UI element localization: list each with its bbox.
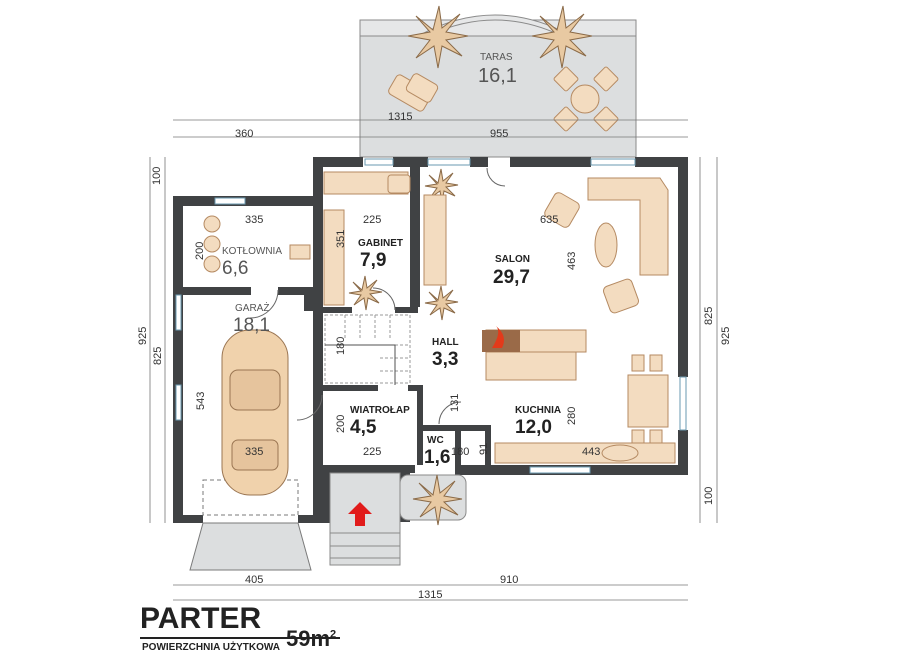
entrance-arrow-icon	[348, 502, 372, 526]
room-name-wc: WC	[427, 435, 444, 446]
dim-right-outer: 925	[720, 327, 732, 345]
dimension-lines	[149, 119, 718, 601]
dim-wiatrolap-width: 225	[363, 446, 381, 458]
entrance-steps	[329, 472, 467, 566]
dim-gabinet-width: 225	[363, 214, 381, 226]
room-name-kotlownia: KOTŁOWNIA	[222, 246, 282, 257]
plan-subtitle: POWIERZCHNIA UŻYTKOWA	[142, 642, 280, 653]
room-area-kotlownia: 6,6	[222, 258, 248, 279]
dim-hall-depth: 180	[335, 337, 347, 355]
plan-area-value: 59m	[286, 626, 331, 651]
dim-right-bottom: 100	[703, 487, 715, 505]
dim-garaz-depth: 543	[195, 392, 207, 410]
room-name-gabinet: GABINET	[358, 238, 403, 249]
stairs	[324, 314, 411, 384]
doors	[249, 167, 506, 425]
garage-door	[189, 479, 312, 571]
plan-footer: PARTER POWIERZCHNIA UŻYTKOWA 59m2	[140, 602, 340, 653]
dim-bottom-total: 1315	[418, 589, 442, 601]
dim-bottom-right: 910	[500, 574, 518, 586]
dim-salon-depth: 463	[566, 252, 578, 270]
room-area-garaz: 18,1	[233, 315, 270, 336]
room-area-salon: 29,7	[493, 267, 530, 288]
car-icon	[221, 329, 289, 496]
dim-right-inner: 825	[703, 307, 715, 325]
dim-top-right: 955	[490, 128, 508, 140]
dim-gabinet-depth: 351	[335, 230, 347, 248]
dim-bottom-left: 405	[245, 574, 263, 586]
room-labels: TARAS 16,1 KOTŁOWNIA 6,6 GARAŻ 18,1 GABI…	[222, 52, 561, 468]
terrace-furniture	[388, 66, 619, 132]
dim-left-inner: 825	[152, 347, 164, 365]
dim-left-top: 100	[151, 167, 163, 185]
windows	[175, 158, 687, 474]
plant-icon	[407, 5, 593, 69]
room-area-gabinet: 7,9	[360, 250, 386, 271]
room-area-taras: 16,1	[478, 65, 517, 87]
dim-top-left: 360	[235, 128, 253, 140]
dim-kuchnia-depth: 280	[566, 407, 578, 425]
fireplace-icon	[482, 326, 520, 352]
dim-salon-width: 635	[540, 214, 558, 226]
dim-left-outer: 925	[137, 327, 149, 345]
room-area-hall: 3,3	[432, 349, 458, 370]
room-name-taras: TARAS	[480, 52, 513, 63]
dim-taras: 1315	[388, 111, 412, 123]
boiler-furniture	[203, 215, 311, 273]
dim-door-depth: 131	[449, 394, 461, 412]
kitchen-furniture	[494, 354, 676, 464]
room-name-wiatrolap: WIATROŁAP	[350, 405, 410, 416]
room-name-salon: SALON	[495, 254, 530, 265]
room-area-kuchnia: 12,0	[515, 417, 552, 438]
dim-wiatrolap-depth: 200	[335, 415, 347, 433]
dim-wc-width: 180	[451, 446, 469, 458]
dim-kuchnia-width: 443	[582, 446, 600, 458]
dim-garaz-width: 335	[245, 446, 263, 458]
plan-area: 59m2	[286, 626, 336, 652]
plan-title: PARTER	[140, 602, 262, 635]
room-name-hall: HALL	[432, 337, 459, 348]
stairs-solid	[325, 344, 396, 385]
dim-kotlownia-depth: 200	[194, 242, 206, 260]
room-name-kuchnia: KUCHNIA	[515, 405, 561, 416]
office-furniture	[323, 171, 411, 306]
room-name-garaz: GARAŻ	[235, 301, 269, 314]
plant-icon	[412, 474, 463, 526]
plan-area-unit: 2	[330, 628, 337, 641]
dimension-labels: 1315 360 955 405 910 1315 335 335 225 63…	[137, 111, 732, 601]
room-area-wiatrolap: 4,5	[350, 417, 377, 438]
room-area-wc: 1,6	[424, 447, 450, 468]
plant-icon	[348, 168, 459, 321]
title-underline	[140, 637, 340, 639]
dim-wc-depth: 91	[478, 443, 490, 455]
dim-kotlownia-width: 335	[245, 214, 263, 226]
